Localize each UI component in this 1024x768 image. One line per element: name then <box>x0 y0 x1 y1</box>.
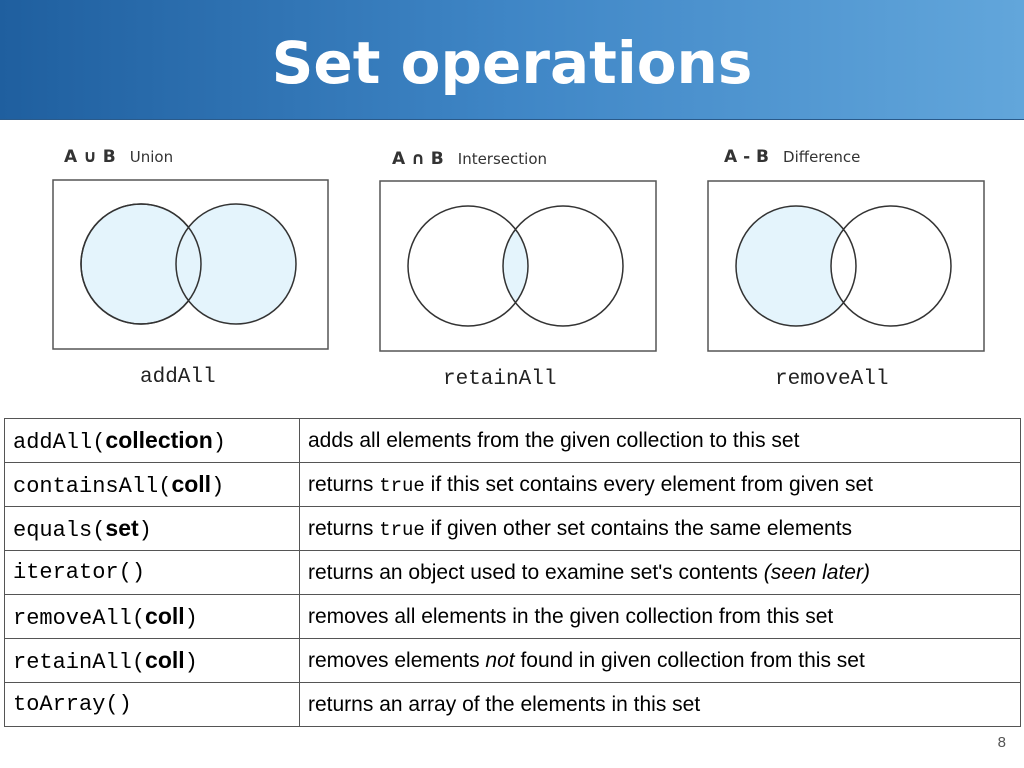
intersection-symbol: A ∩ B <box>392 149 444 169</box>
difference-diagram <box>707 180 985 352</box>
intersection-label: A ∩ B Intersection <box>392 149 547 169</box>
table-row: equals(set) returns true if given other … <box>4 506 1021 551</box>
table-row: removeAll(coll) removes all elements in … <box>4 594 1021 639</box>
difference-symbol: A - B <box>724 147 770 167</box>
union-name: Union <box>129 148 174 166</box>
table-row: addAll(collection) adds all elements fro… <box>4 418 1021 463</box>
union-label: A ∪ B Union <box>64 147 173 167</box>
page-number: 8 <box>997 734 1006 751</box>
union-method-label: addAll <box>140 366 216 389</box>
description-cell: returns an array of the elements in this… <box>299 682 1021 727</box>
difference-label: A - B Difference <box>724 147 860 167</box>
intersection-diagram <box>379 180 657 352</box>
description-cell: returns true if given other set contains… <box>299 506 1021 551</box>
description-cell: removes all elements in the given collec… <box>299 594 1021 639</box>
method-cell: retainAll(coll) <box>4 638 300 683</box>
union-symbol: A ∪ B <box>64 147 116 167</box>
description-cell: adds all elements from the given collect… <box>299 418 1021 463</box>
union-diagram <box>52 179 329 350</box>
intersection-method-label: retainAll <box>443 368 557 391</box>
method-cell: containsAll(coll) <box>4 462 300 507</box>
slide-title: Set operations <box>271 29 753 97</box>
table-row: toArray() returns an array of the elemen… <box>4 682 1021 727</box>
description-cell: returns true if this set contains every … <box>299 462 1021 507</box>
method-cell: iterator() <box>4 550 300 595</box>
method-cell: addAll(collection) <box>4 418 300 463</box>
difference-method-label: removeAll <box>775 368 889 391</box>
table-row: iterator() returns an object used to exa… <box>4 550 1021 595</box>
description-cell: returns an object used to examine set's … <box>299 550 1021 595</box>
description-cell: removes elements not found in given coll… <box>299 638 1021 683</box>
method-cell: toArray() <box>4 682 300 727</box>
method-cell: removeAll(coll) <box>4 594 300 639</box>
difference-name: Difference <box>783 148 861 166</box>
table-row: containsAll(coll) returns true if this s… <box>4 462 1021 507</box>
title-bar: Set operations <box>0 0 1024 120</box>
intersection-name: Intersection <box>457 150 547 168</box>
method-cell: equals(set) <box>4 506 300 551</box>
table-row: retainAll(coll) removes elements not fou… <box>4 638 1021 683</box>
set-operations-table: addAll(collection) adds all elements fro… <box>4 418 1021 727</box>
